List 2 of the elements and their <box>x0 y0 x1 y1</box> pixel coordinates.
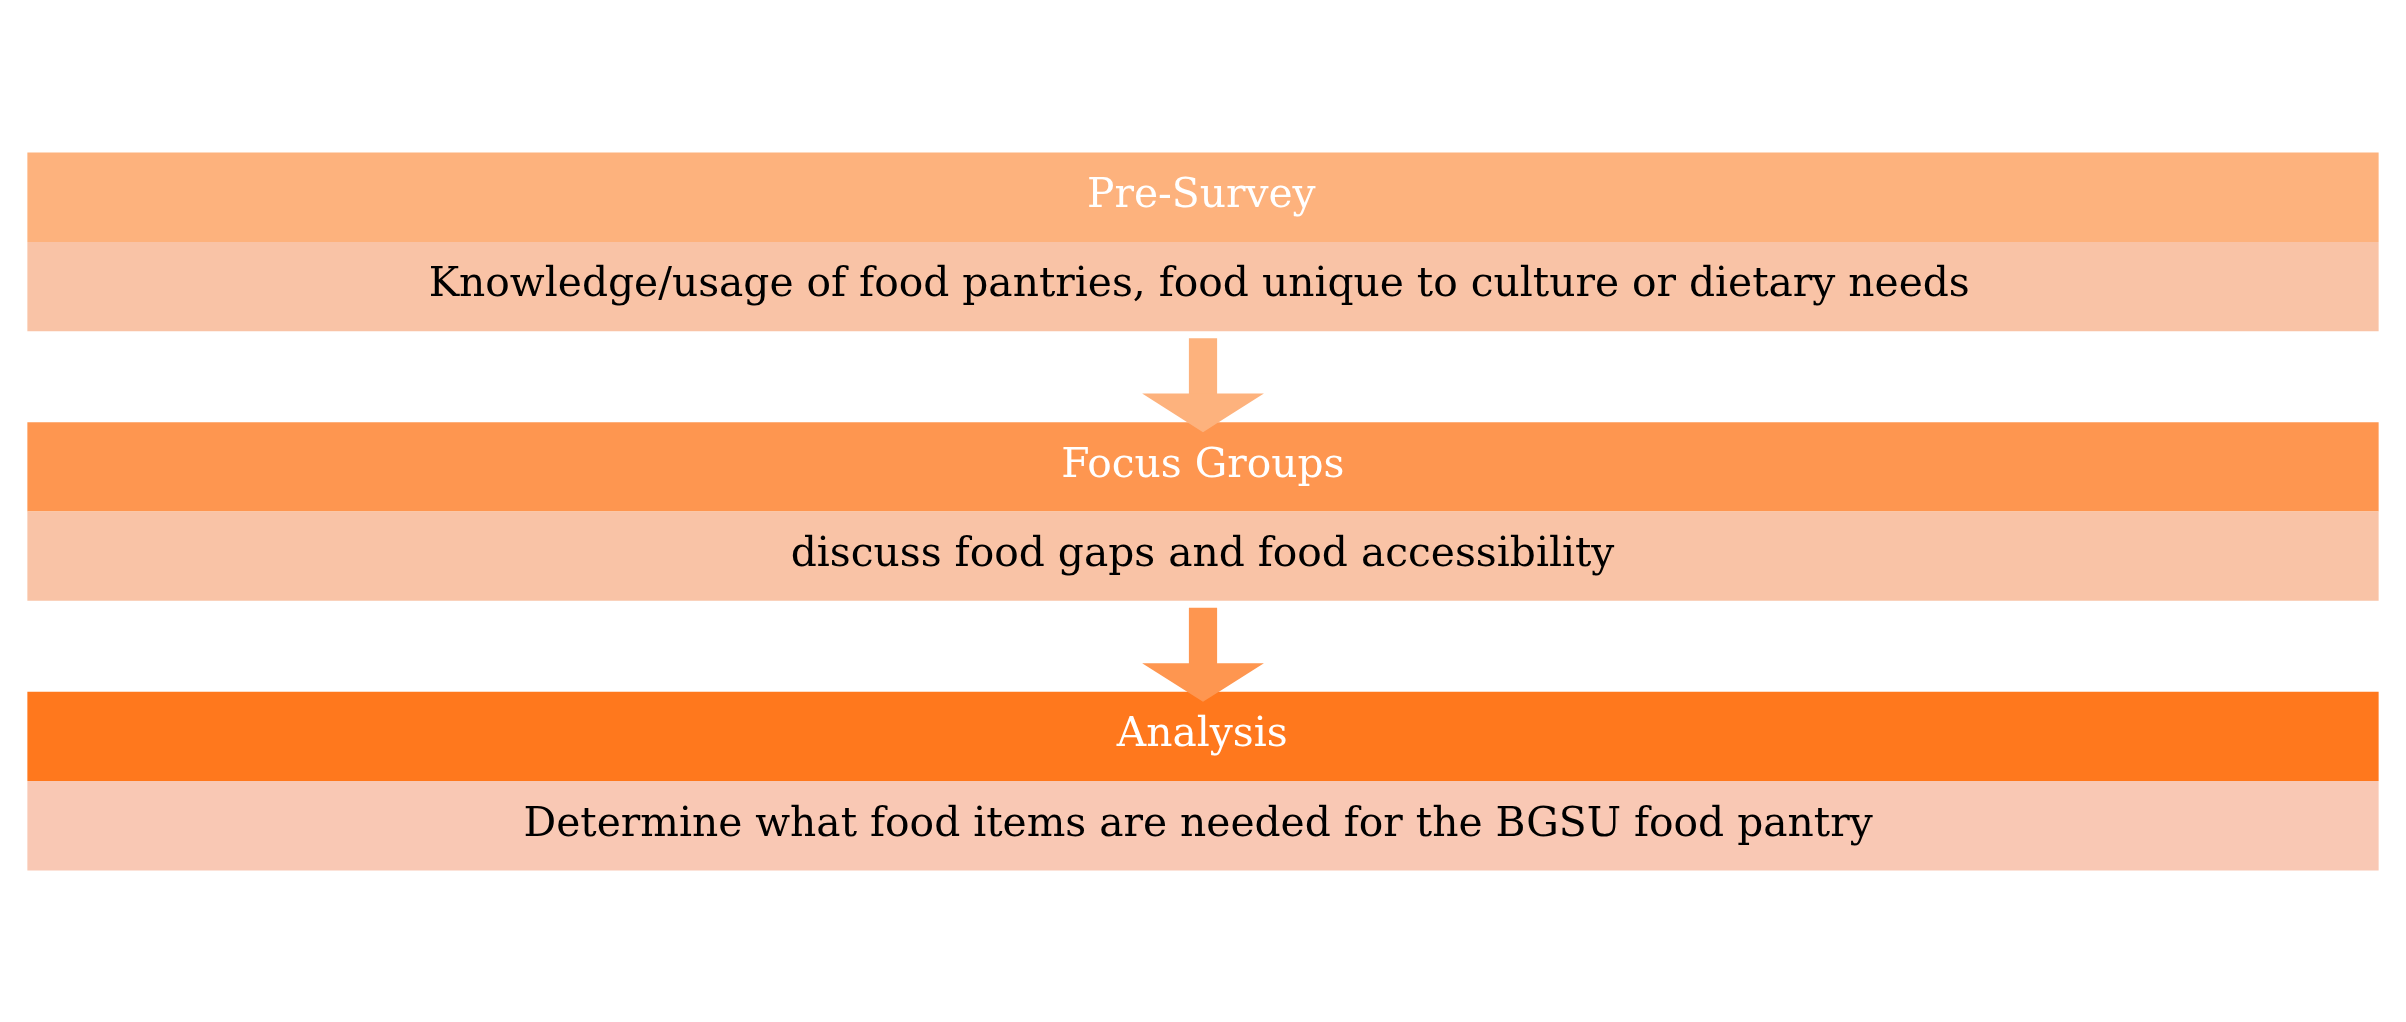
arrow <box>1142 607 1264 702</box>
arrow <box>1142 337 1264 432</box>
